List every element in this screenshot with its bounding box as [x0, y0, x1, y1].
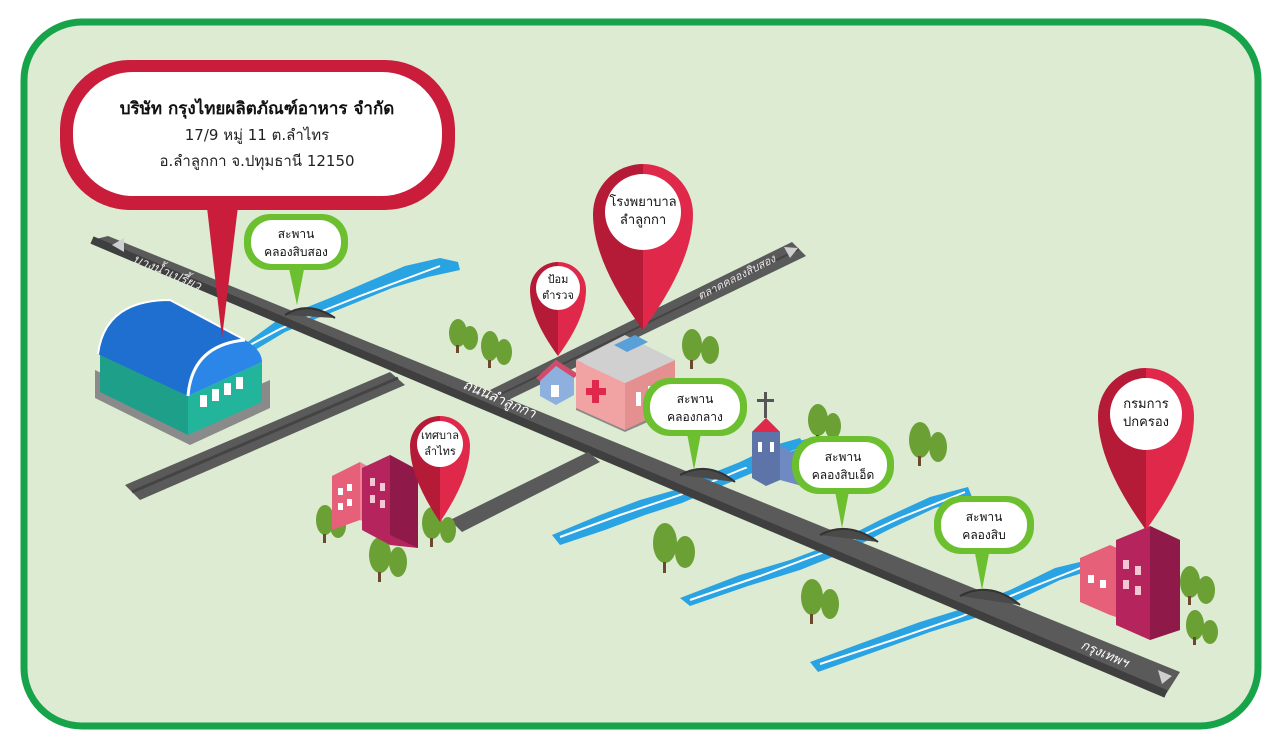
svg-text:สะพาน: สะพาน [825, 450, 862, 464]
river-khlong-sip-song [245, 258, 460, 350]
bridge-callout-sip-song: สะพาน คลองสิบสอง [244, 214, 348, 305]
svg-text:สะพาน: สะพาน [966, 510, 1003, 524]
road-south [450, 452, 600, 532]
company-address-line1: 17/9 หมู่ 11 ต.ลำไทร [185, 126, 329, 144]
svg-text:กรมการ: กรมการ [1123, 397, 1169, 412]
svg-text:ลำลูกกา: ลำลูกกา [620, 213, 666, 228]
svg-text:คลองสิบ: คลองสิบ [962, 528, 1005, 542]
bridge-callout-sip-et: สะพาน คลองสิบเอ็ด [792, 436, 894, 528]
arrow-ne-icon [784, 247, 798, 258]
department-buildings [1080, 526, 1180, 640]
police-box [536, 360, 578, 405]
svg-text:ตำรวจ: ตำรวจ [542, 289, 574, 302]
company-callout: บริษัท กรุงไทยผลิตภัณฑ์อาหาร จำกัด 17/9 … [60, 60, 455, 338]
arrow-left-icon [112, 238, 124, 252]
svg-text:สะพาน: สะพาน [677, 392, 714, 406]
svg-text:คลองสิบสอง: คลองสิบสอง [264, 245, 328, 259]
svg-text:โรงพยาบาล: โรงพยาบาล [609, 194, 676, 210]
svg-text:ป้อม: ป้อม [548, 273, 569, 286]
river-khlong-sip [810, 560, 1092, 672]
company-name: บริษัท กรุงไทยผลิตภัณฑ์อาหาร จำกัด [120, 98, 395, 119]
svg-text:สะพาน: สะพาน [278, 227, 315, 241]
pin-police: ป้อม ตำรวจ [530, 262, 586, 356]
arrow-right-icon [1158, 670, 1172, 684]
bridge-callout-klang: สะพาน คลองกลาง [643, 378, 747, 470]
factory-building [95, 298, 270, 445]
road-network [90, 236, 1180, 698]
municipality-buildings [332, 455, 418, 548]
pin-hospital: โรงพยาบาล ลำลูกกา [593, 164, 693, 330]
pin-department: กรมการ ปกครอง [1098, 368, 1194, 530]
svg-text:เทศบาล: เทศบาล [421, 429, 459, 442]
pin-municipality: เทศบาล ลำไทร [410, 416, 470, 522]
svg-text:ลำไทร: ลำไทร [424, 445, 456, 458]
trees [316, 319, 1218, 645]
company-address-line2: อ.ลำลูกกา จ.ปทุมธานี 12150 [159, 152, 354, 171]
bridge-callout-sip: สะพาน คลองสิบ [934, 496, 1034, 590]
svg-text:คลองกลาง: คลองกลาง [667, 410, 723, 424]
svg-text:ปกครอง: ปกครอง [1123, 415, 1169, 430]
main-road-lam-luk-ka [92, 236, 1180, 694]
svg-text:คลองสิบเอ็ด: คลองสิบเอ็ด [812, 467, 875, 482]
